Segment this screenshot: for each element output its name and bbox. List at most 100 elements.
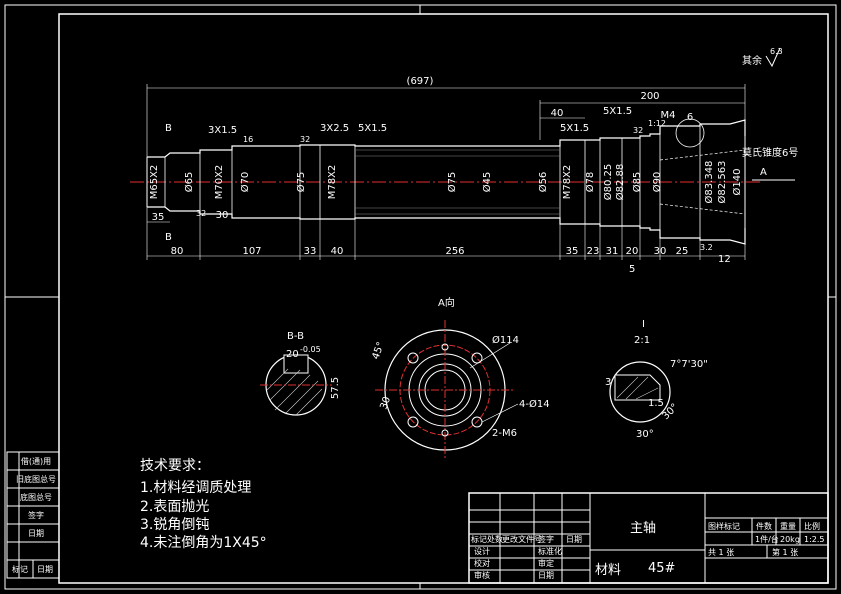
bb-tol: -0.05 bbox=[300, 345, 321, 354]
tb-signer-2: 校对 bbox=[474, 558, 490, 568]
dim-b-107: 107 bbox=[242, 246, 261, 257]
dim-b-31: 31 bbox=[606, 246, 619, 257]
view-a-arrow-label: A bbox=[760, 167, 767, 178]
roughness-value: 6.3 bbox=[770, 47, 783, 56]
zone-ticks bbox=[5, 5, 836, 589]
view-a-d114: Ø114 bbox=[492, 334, 519, 346]
strip-label-8: 日期 bbox=[37, 565, 53, 574]
view-a-threads: 2-M6 bbox=[492, 428, 517, 439]
strip-label-3: 底图总号 bbox=[20, 492, 52, 502]
dia-78: Ø78 bbox=[584, 172, 596, 193]
technical-requirements: 技术要求： 1.材料经调质处理 2.表面抛光 3.锐角倒钝 4.未注倒角为1X4… bbox=[140, 458, 267, 551]
view-a-angle: 45° bbox=[370, 341, 386, 361]
outer-border bbox=[4, 4, 837, 590]
dim-b-25: 25 bbox=[676, 246, 689, 257]
view-a-title: A向 bbox=[438, 296, 455, 309]
dim-6: 6 bbox=[687, 112, 693, 123]
detail-scale: 2:1 bbox=[634, 335, 650, 346]
dim-5: 5 bbox=[629, 264, 635, 275]
view-a-30: 30 bbox=[378, 395, 393, 411]
tb-signer-3: 审核 bbox=[474, 570, 490, 580]
tb-qty: 1件/台 bbox=[755, 534, 779, 544]
strip-label-6: 标记 bbox=[12, 564, 28, 574]
dim-b-30: 30 bbox=[654, 246, 667, 257]
dia-56: Ø56 bbox=[537, 172, 549, 193]
tb-weight: 20kg bbox=[780, 535, 800, 544]
tb-scale: 1:2.5 bbox=[804, 535, 825, 544]
title-block bbox=[468, 492, 829, 584]
left-binding-strip: 借(通)用 旧底图总号 底图总号 签字 日期 标记 日期 bbox=[6, 451, 60, 579]
tb-header-scale: 比例 bbox=[804, 521, 820, 531]
label-3x1.5: 3X1.5 bbox=[208, 125, 237, 136]
tech-req-heading: 技术要求： bbox=[140, 458, 210, 474]
rough-32a: 32 bbox=[196, 209, 206, 218]
shaft-outline-top bbox=[147, 119, 746, 158]
material-value: 45# bbox=[648, 561, 675, 576]
tb-rev-col-2: 更改文件号 bbox=[502, 534, 542, 544]
dia-65: Ø65 bbox=[183, 172, 195, 193]
dia-m78a: M78X2 bbox=[327, 165, 338, 200]
dia-82.88: Ø82.88 bbox=[614, 164, 626, 201]
tb-extra-2: 审定 bbox=[538, 558, 554, 568]
tb-rev-col-1: 标记处数 bbox=[471, 534, 503, 544]
bb-height: 57.5 bbox=[330, 377, 341, 399]
label-5x1.5-c: 5X1.5 bbox=[603, 106, 632, 117]
label-5x1.5-b: 5X1.5 bbox=[560, 123, 589, 134]
dia-83.348: Ø83.348 bbox=[703, 161, 715, 204]
detail-3: 3 bbox=[605, 377, 611, 388]
dia-75b: Ø75 bbox=[446, 172, 458, 193]
tb-header-qty: 件数 bbox=[756, 521, 772, 531]
dia-45: Ø45 bbox=[481, 172, 493, 193]
view-a: A向 Ø114 4-Ø14 2-M6 45° 30 bbox=[370, 296, 550, 460]
part-name: 主轴 bbox=[630, 521, 656, 536]
label-3x2.5: 3X2.5 bbox=[320, 123, 349, 134]
dia-m70: M70X2 bbox=[214, 165, 225, 200]
tech-req-item-3: 3.锐角倒钝 bbox=[140, 517, 209, 533]
dia-70: Ø70 bbox=[239, 172, 251, 193]
tb-sheet-no: 第 1 张 bbox=[772, 547, 798, 557]
tech-req-item-2: 2.表面抛光 bbox=[140, 499, 209, 515]
dim-b-23: 23 bbox=[587, 246, 600, 257]
view-a-holes: 4-Ø14 bbox=[519, 398, 550, 410]
section-bb-title: B-B bbox=[287, 331, 304, 342]
dim-b-35: 35 bbox=[566, 246, 579, 257]
rough-3.2: 3.2 bbox=[700, 243, 713, 252]
dim-35-left: 35 bbox=[152, 212, 165, 223]
dim-200: 200 bbox=[640, 91, 659, 102]
dia-90: Ø90 bbox=[651, 172, 663, 193]
dim-12: 12 bbox=[718, 254, 731, 265]
rough-32b: 32 bbox=[300, 135, 310, 144]
dia-m65: M65X2 bbox=[149, 165, 160, 200]
section-b-mark-bottom: B bbox=[165, 232, 172, 243]
dia-140: Ø140 bbox=[731, 169, 743, 196]
dia-80.25: Ø80.25 bbox=[602, 164, 614, 201]
rough-32c: 32 bbox=[633, 126, 643, 135]
dim-b-256: 256 bbox=[445, 246, 464, 257]
main-shaft-view: (697) 200 40 6 M4 3X1.5 3X2.5 5X1.5 5X1.… bbox=[130, 76, 798, 275]
detail-i: I 2:1 7°7'30" 3 1.5 30° 30° bbox=[605, 319, 708, 440]
dim-overall: (697) bbox=[407, 76, 434, 87]
strip-label-2: 旧底图总号 bbox=[16, 474, 56, 484]
detail-angle: 7°7'30" bbox=[670, 359, 708, 370]
tech-req-item-1: 1.材料经调质处理 bbox=[140, 480, 251, 496]
detail-30a: 30° bbox=[636, 429, 654, 440]
material-label: 材料 bbox=[595, 563, 621, 578]
tech-req-item-4: 4.未注倒角为1X45° bbox=[140, 535, 267, 551]
dia-85: Ø85 bbox=[631, 172, 643, 193]
detail-i-marker bbox=[675, 118, 705, 148]
strip-label-4: 签字 bbox=[28, 510, 44, 520]
dim-m4: M4 bbox=[661, 110, 676, 121]
inner-frame bbox=[58, 13, 829, 584]
tb-rev-col-3: 签字 bbox=[538, 534, 554, 544]
section-bb: B-B 20 -0.05 57.5 bbox=[260, 331, 341, 416]
tb-signer-1: 设计 bbox=[474, 546, 490, 556]
dim-b-33: 33 bbox=[304, 246, 317, 257]
dim-b-80: 80 bbox=[171, 246, 184, 257]
dim-40: 40 bbox=[551, 108, 564, 119]
strip-label-1: 借(通)用 bbox=[21, 456, 51, 466]
roughness-note: 其余 bbox=[742, 54, 762, 67]
tb-extra-1: 标准化 bbox=[538, 546, 562, 556]
dia-82.563: Ø82.563 bbox=[716, 161, 728, 204]
strip-label-5: 日期 bbox=[28, 529, 44, 538]
